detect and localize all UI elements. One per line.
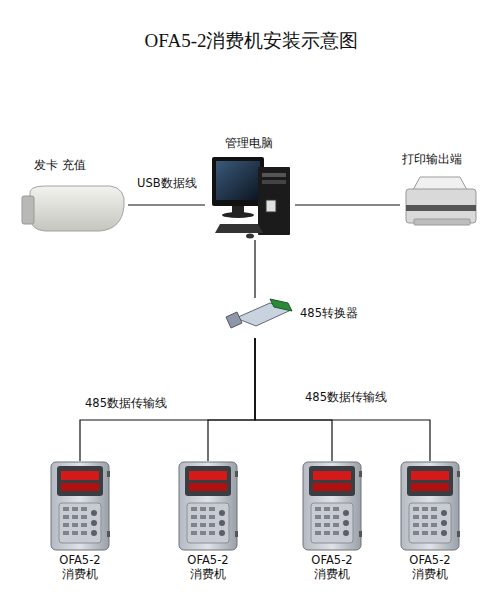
converter: 485转换器 [225,298,375,338]
printer-art [406,177,476,225]
machine-art [51,462,110,550]
consumption-machine: OFA5-2 消费机 [302,461,362,581]
machine-art [401,462,460,550]
card-slot [22,196,34,224]
cable-line [208,338,255,461]
monitor-frame [212,157,264,206]
converter-art [226,299,292,328]
machine-art [179,462,238,550]
printer-strip [406,205,476,211]
card-reader-body [30,186,124,231]
node-label: 485转换器 [300,306,375,320]
node-label: 打印输出端 [402,152,482,166]
computer-tower [258,167,290,235]
node-label: 管理电脑 [225,136,295,150]
card-reader: 发卡 充值 [20,158,128,234]
node-label: 发卡 充值 [34,158,114,172]
drive-bay [262,173,286,177]
consumption-machine: OFA5-2 消费机 [178,461,238,581]
tower-badge [266,200,276,212]
node-label: OFA5-2 消费机 [404,553,456,581]
machine-art [303,462,362,550]
drive-bay [262,180,286,184]
node-label: OFA5-2 消费机 [182,553,234,581]
terminal-block [270,299,292,311]
monitor-screen [216,161,260,200]
card-reader-art [22,186,124,231]
cable-line [254,240,255,298]
keyboard [215,224,263,233]
printer: 打印输出端 [400,152,482,228]
consumption-machine: OFA5-2 消费机 [400,461,460,581]
monitor-base [222,212,254,218]
node-label: OFA5-2 消费机 [54,553,106,581]
cable-label: USB数据线 [137,176,197,191]
cable-line [128,204,205,205]
computer: 管理电脑 [205,136,295,240]
node-label: OFA5-2 消费机 [306,553,358,581]
diagram-title: OFA5-2消费机安装示意图 [0,28,503,54]
cable-line [255,338,430,461]
cable-line [295,204,400,205]
consumption-machine: OFA5-2 消费机 [50,461,110,581]
cable-label: 485数据传输线 [305,390,387,405]
computer-art [212,157,290,239]
printer-body [406,189,476,223]
output-tray [414,219,470,225]
db9-connector [226,312,242,328]
mouse [246,234,254,239]
paper-tray [413,177,467,190]
cable-label: 485数据传输线 [85,396,167,411]
cable-line [80,338,255,461]
